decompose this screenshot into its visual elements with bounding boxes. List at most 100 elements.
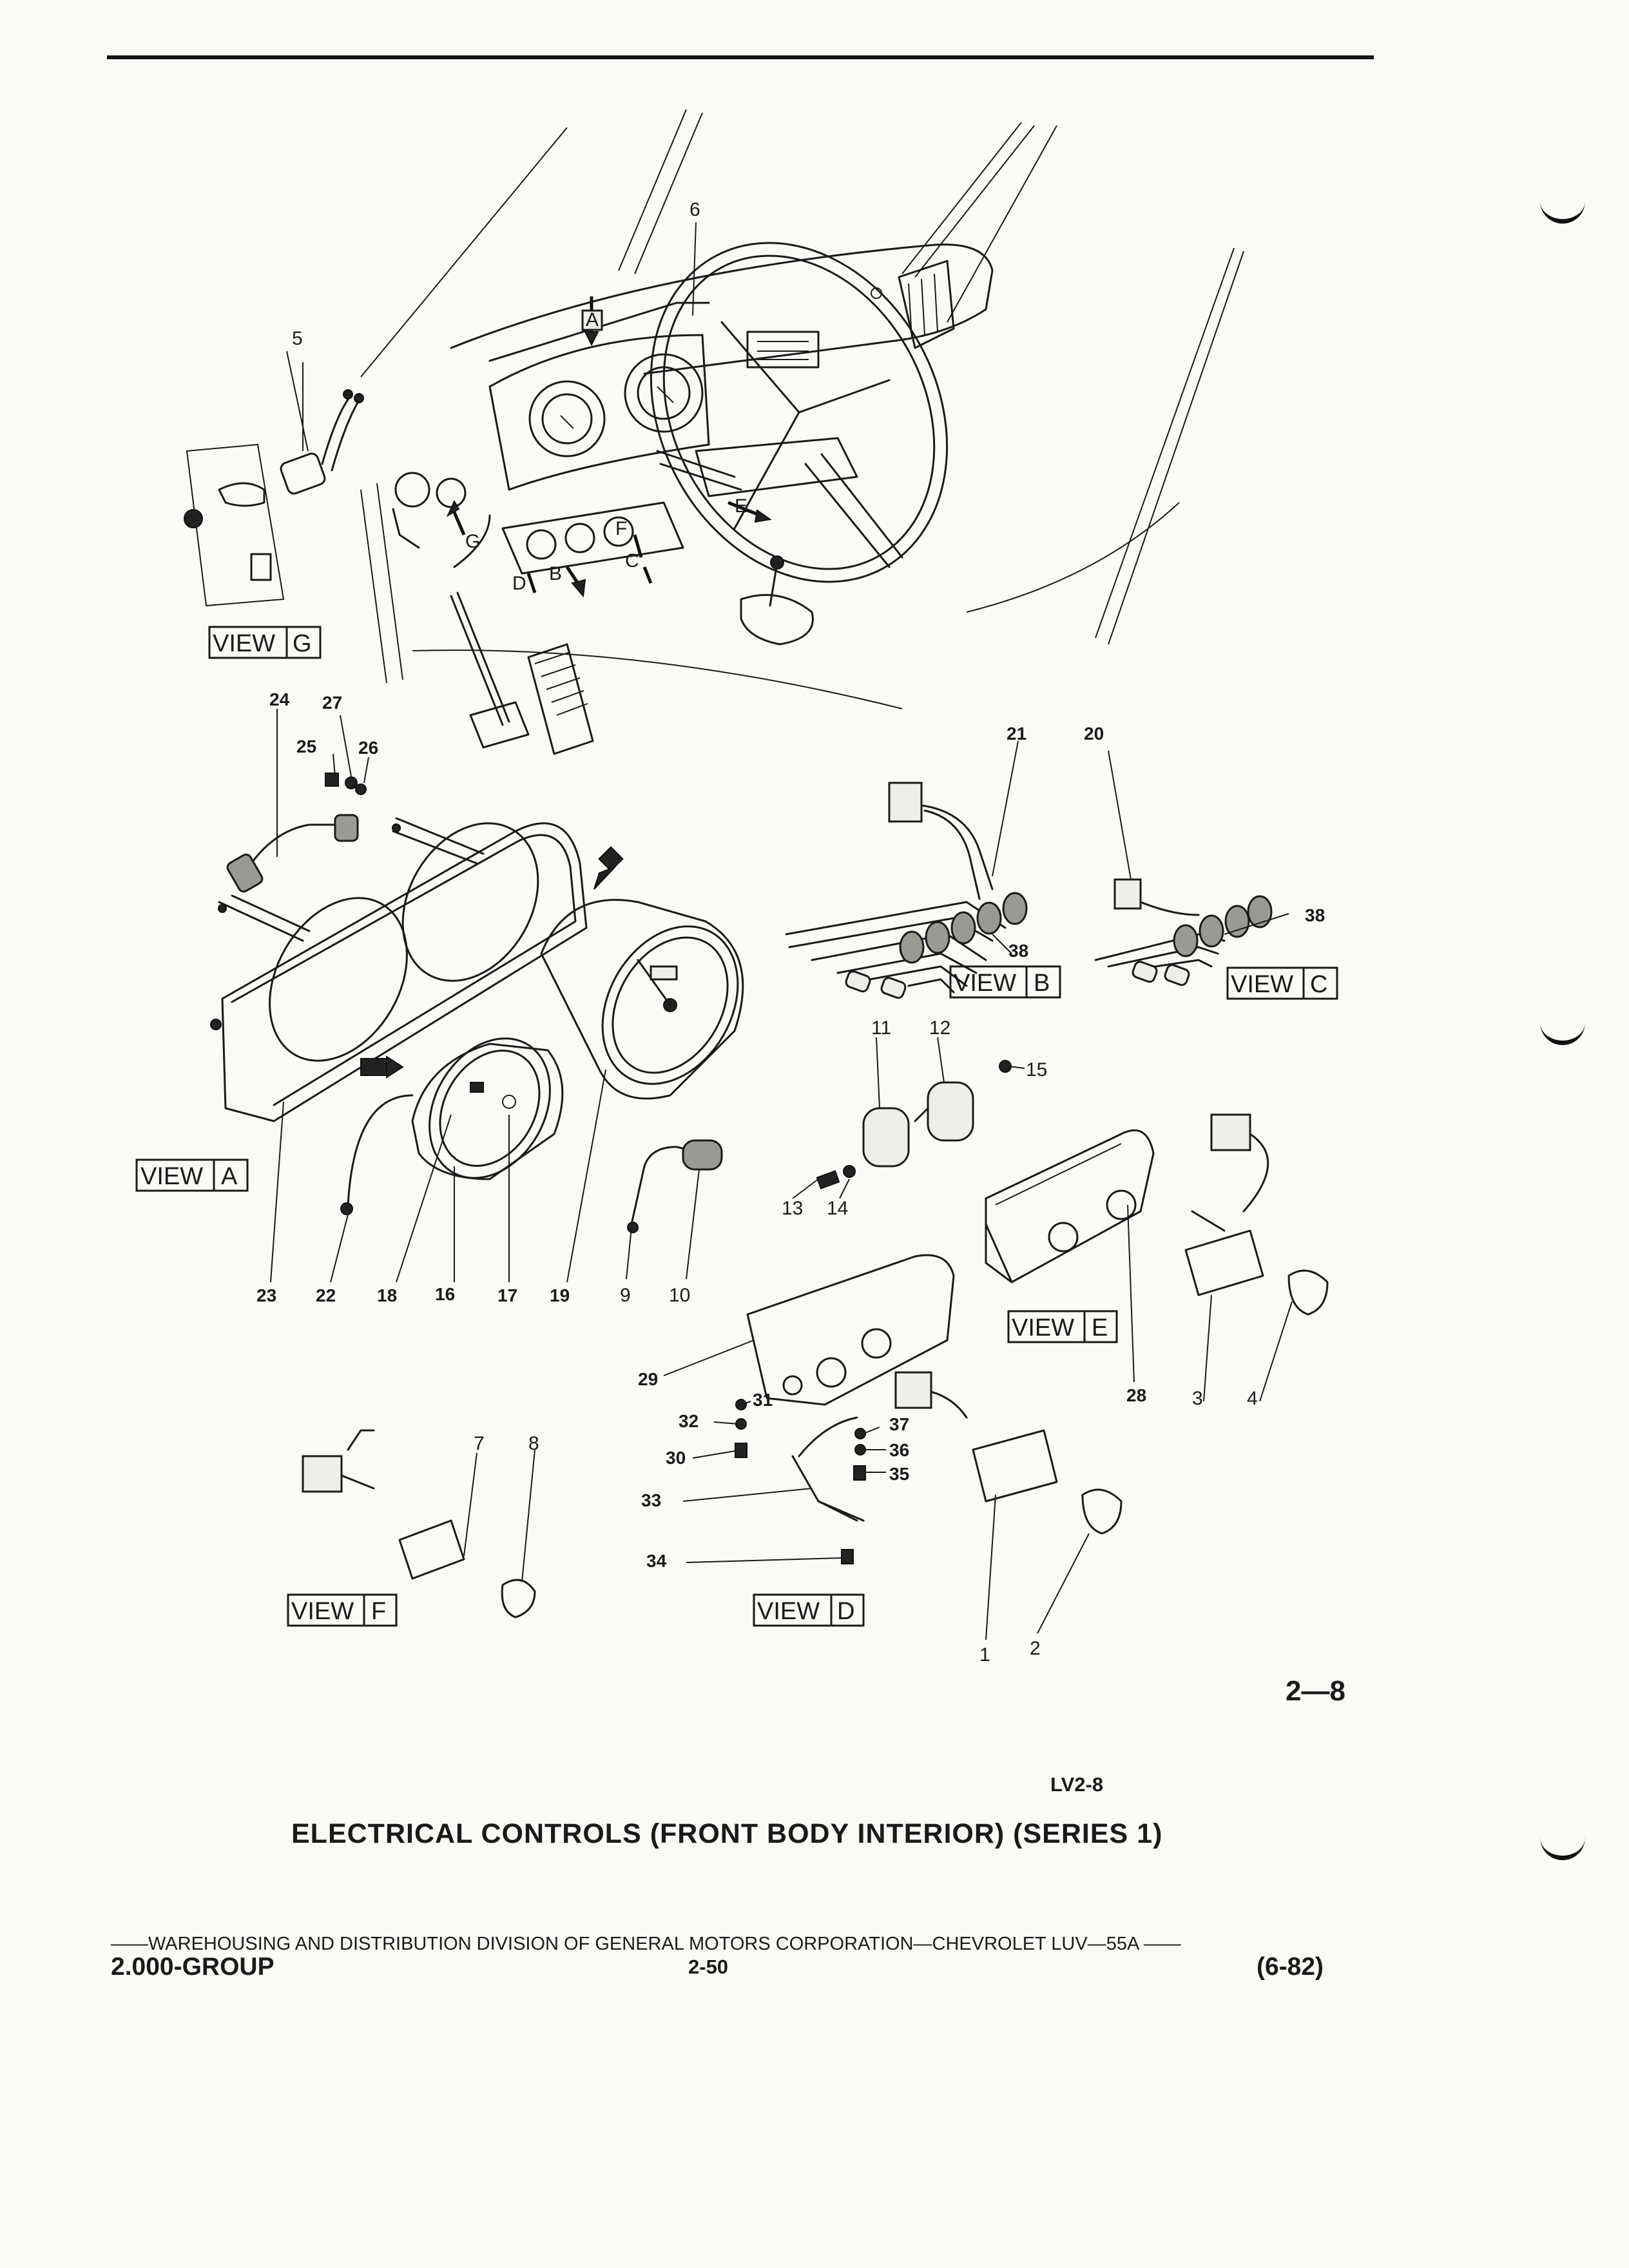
callout-6: 6 (689, 199, 700, 220)
dash-pointer-f-letter: F (615, 518, 627, 539)
view-label-d-letter: D (837, 1598, 854, 1625)
view-label-b: VIEW B (949, 965, 1061, 999)
view-label-a-word: VIEW (140, 1163, 203, 1190)
callout-27: 27 (322, 693, 342, 713)
switch-and-knob-e (1184, 1113, 1329, 1316)
view-label-f-word: VIEW (291, 1598, 354, 1625)
relay-units (816, 1060, 1012, 1189)
callout-30: 30 (666, 1448, 686, 1468)
callout-15: 15 (1026, 1059, 1047, 1081)
callout-36: 36 (889, 1440, 909, 1460)
callout-11: 11 (871, 1017, 891, 1039)
pointer-a-arrow (593, 846, 624, 890)
callout-21: 21 (1007, 724, 1027, 744)
callout-1: 1 (979, 1644, 990, 1666)
view-g-switch-detail (184, 362, 364, 607)
dash-pointer-g: G (446, 499, 480, 552)
dash-pointer-d-letter: D (512, 573, 526, 594)
dash-pointer-a: A (581, 296, 603, 347)
dash-pointer-c-letter: C (625, 550, 639, 572)
callout-7: 7 (474, 1433, 485, 1454)
callout-2: 2 (1030, 1638, 1041, 1659)
dash-pointer-b-letter: B (549, 563, 562, 584)
callout-29: 29 (638, 1369, 658, 1389)
dash-pointer-g-letter: G (465, 531, 480, 552)
view-a-instrument-cluster (210, 773, 744, 1215)
footer-page-number: 2-50 (688, 1956, 729, 1978)
callout-14: 14 (827, 1198, 848, 1219)
footer-publisher-line: ——WAREHOUSING AND DISTRIBUTION DIVISION … (111, 1934, 1181, 1954)
view-label-g-letter: G (293, 630, 312, 657)
callout-34: 34 (646, 1551, 667, 1571)
view-label-g-word: VIEW (213, 630, 275, 657)
callout-5: 5 (292, 328, 303, 349)
callout-35: 35 (889, 1464, 909, 1484)
top-rule (107, 55, 1374, 59)
view-c-wiring-harness (1094, 878, 1273, 986)
view-label-a: VIEW A (135, 1158, 249, 1192)
view-label-b-word: VIEW (954, 970, 1016, 997)
view-label-b-letter: B (1034, 970, 1050, 997)
footer-group: 2.000-GROUP (111, 1953, 275, 1981)
dash-pointer-c: C (625, 550, 653, 584)
callout-38-c: 38 (1305, 905, 1325, 925)
callout-20: 20 (1084, 724, 1104, 744)
callout-28: 28 (1126, 1385, 1146, 1405)
callout-18: 18 (377, 1285, 397, 1305)
dash-pointer-e: E (728, 495, 772, 523)
callout-numbers: 6 5 24 27 25 26 21 20 38 38 11 12 15 13 … (256, 199, 1325, 1666)
callout-37: 37 (889, 1414, 909, 1434)
view-label-d: VIEW D (753, 1593, 865, 1627)
binder-ring-mark (1540, 1015, 1585, 1045)
callout-17: 17 (497, 1285, 517, 1305)
figure-code: LV2-8 (1050, 1773, 1104, 1796)
view-label-e-letter: E (1092, 1314, 1108, 1341)
callout-32: 32 (679, 1411, 699, 1431)
view-label-c: VIEW C (1226, 966, 1338, 1000)
view-d-panel-and-bracket (735, 1254, 1123, 1564)
callout-25: 25 (296, 736, 316, 756)
callout-33: 33 (641, 1490, 661, 1510)
callout-8: 8 (528, 1433, 539, 1454)
dash-pointer-f: F (615, 518, 643, 558)
view-b-wiring-harness (785, 782, 1028, 999)
view-label-e-word: VIEW (1012, 1314, 1074, 1341)
binder-ring-mark (1540, 1830, 1585, 1860)
callout-9: 9 (620, 1285, 631, 1306)
view-label-c-word: VIEW (1231, 971, 1293, 998)
view-label-g: VIEW G (208, 626, 322, 659)
view-label-d-word: VIEW (757, 1598, 820, 1625)
callout-22: 22 (316, 1285, 336, 1305)
callout-24: 24 (269, 689, 290, 709)
dash-pointer-b: B (549, 563, 586, 598)
callout-19: 19 (550, 1285, 570, 1305)
figure-caption: ELECTRICAL CONTROLS (FRONT BODY INTERIOR… (291, 1818, 1163, 1849)
view-label-c-letter: C (1310, 971, 1327, 998)
footer-date: (6-82) (1257, 1953, 1324, 1981)
dash-pointer-d: D (512, 573, 537, 594)
view-label-f-letter: F (371, 1598, 386, 1625)
view-label-f: VIEW F (287, 1593, 398, 1627)
figure-number: 2—8 (1286, 1675, 1345, 1707)
callout-31: 31 (753, 1390, 773, 1410)
bulb-socket-detail (627, 1139, 723, 1233)
leader-lines (270, 222, 1293, 1640)
callout-3: 3 (1192, 1388, 1203, 1409)
callout-38-b: 38 (1008, 941, 1028, 961)
view-e-switch-bezel (985, 1129, 1155, 1283)
dash-pointer-a-letter: A (586, 309, 599, 331)
cab-interior-illustration: A B C D E F G (360, 109, 1244, 755)
callout-23: 23 (256, 1285, 276, 1305)
callout-12: 12 (929, 1017, 950, 1039)
callout-16: 16 (435, 1284, 455, 1304)
callout-13: 13 (782, 1198, 803, 1219)
view-label-e: VIEW E (1007, 1310, 1118, 1343)
binder-ring-mark (1540, 193, 1585, 224)
callout-10: 10 (669, 1285, 690, 1306)
callout-26: 26 (358, 738, 378, 758)
view-label-a-letter: A (221, 1163, 238, 1190)
pointer-b-arrow (360, 1055, 404, 1079)
dash-pointer-e-letter: E (735, 495, 747, 517)
callout-4: 4 (1247, 1388, 1258, 1409)
